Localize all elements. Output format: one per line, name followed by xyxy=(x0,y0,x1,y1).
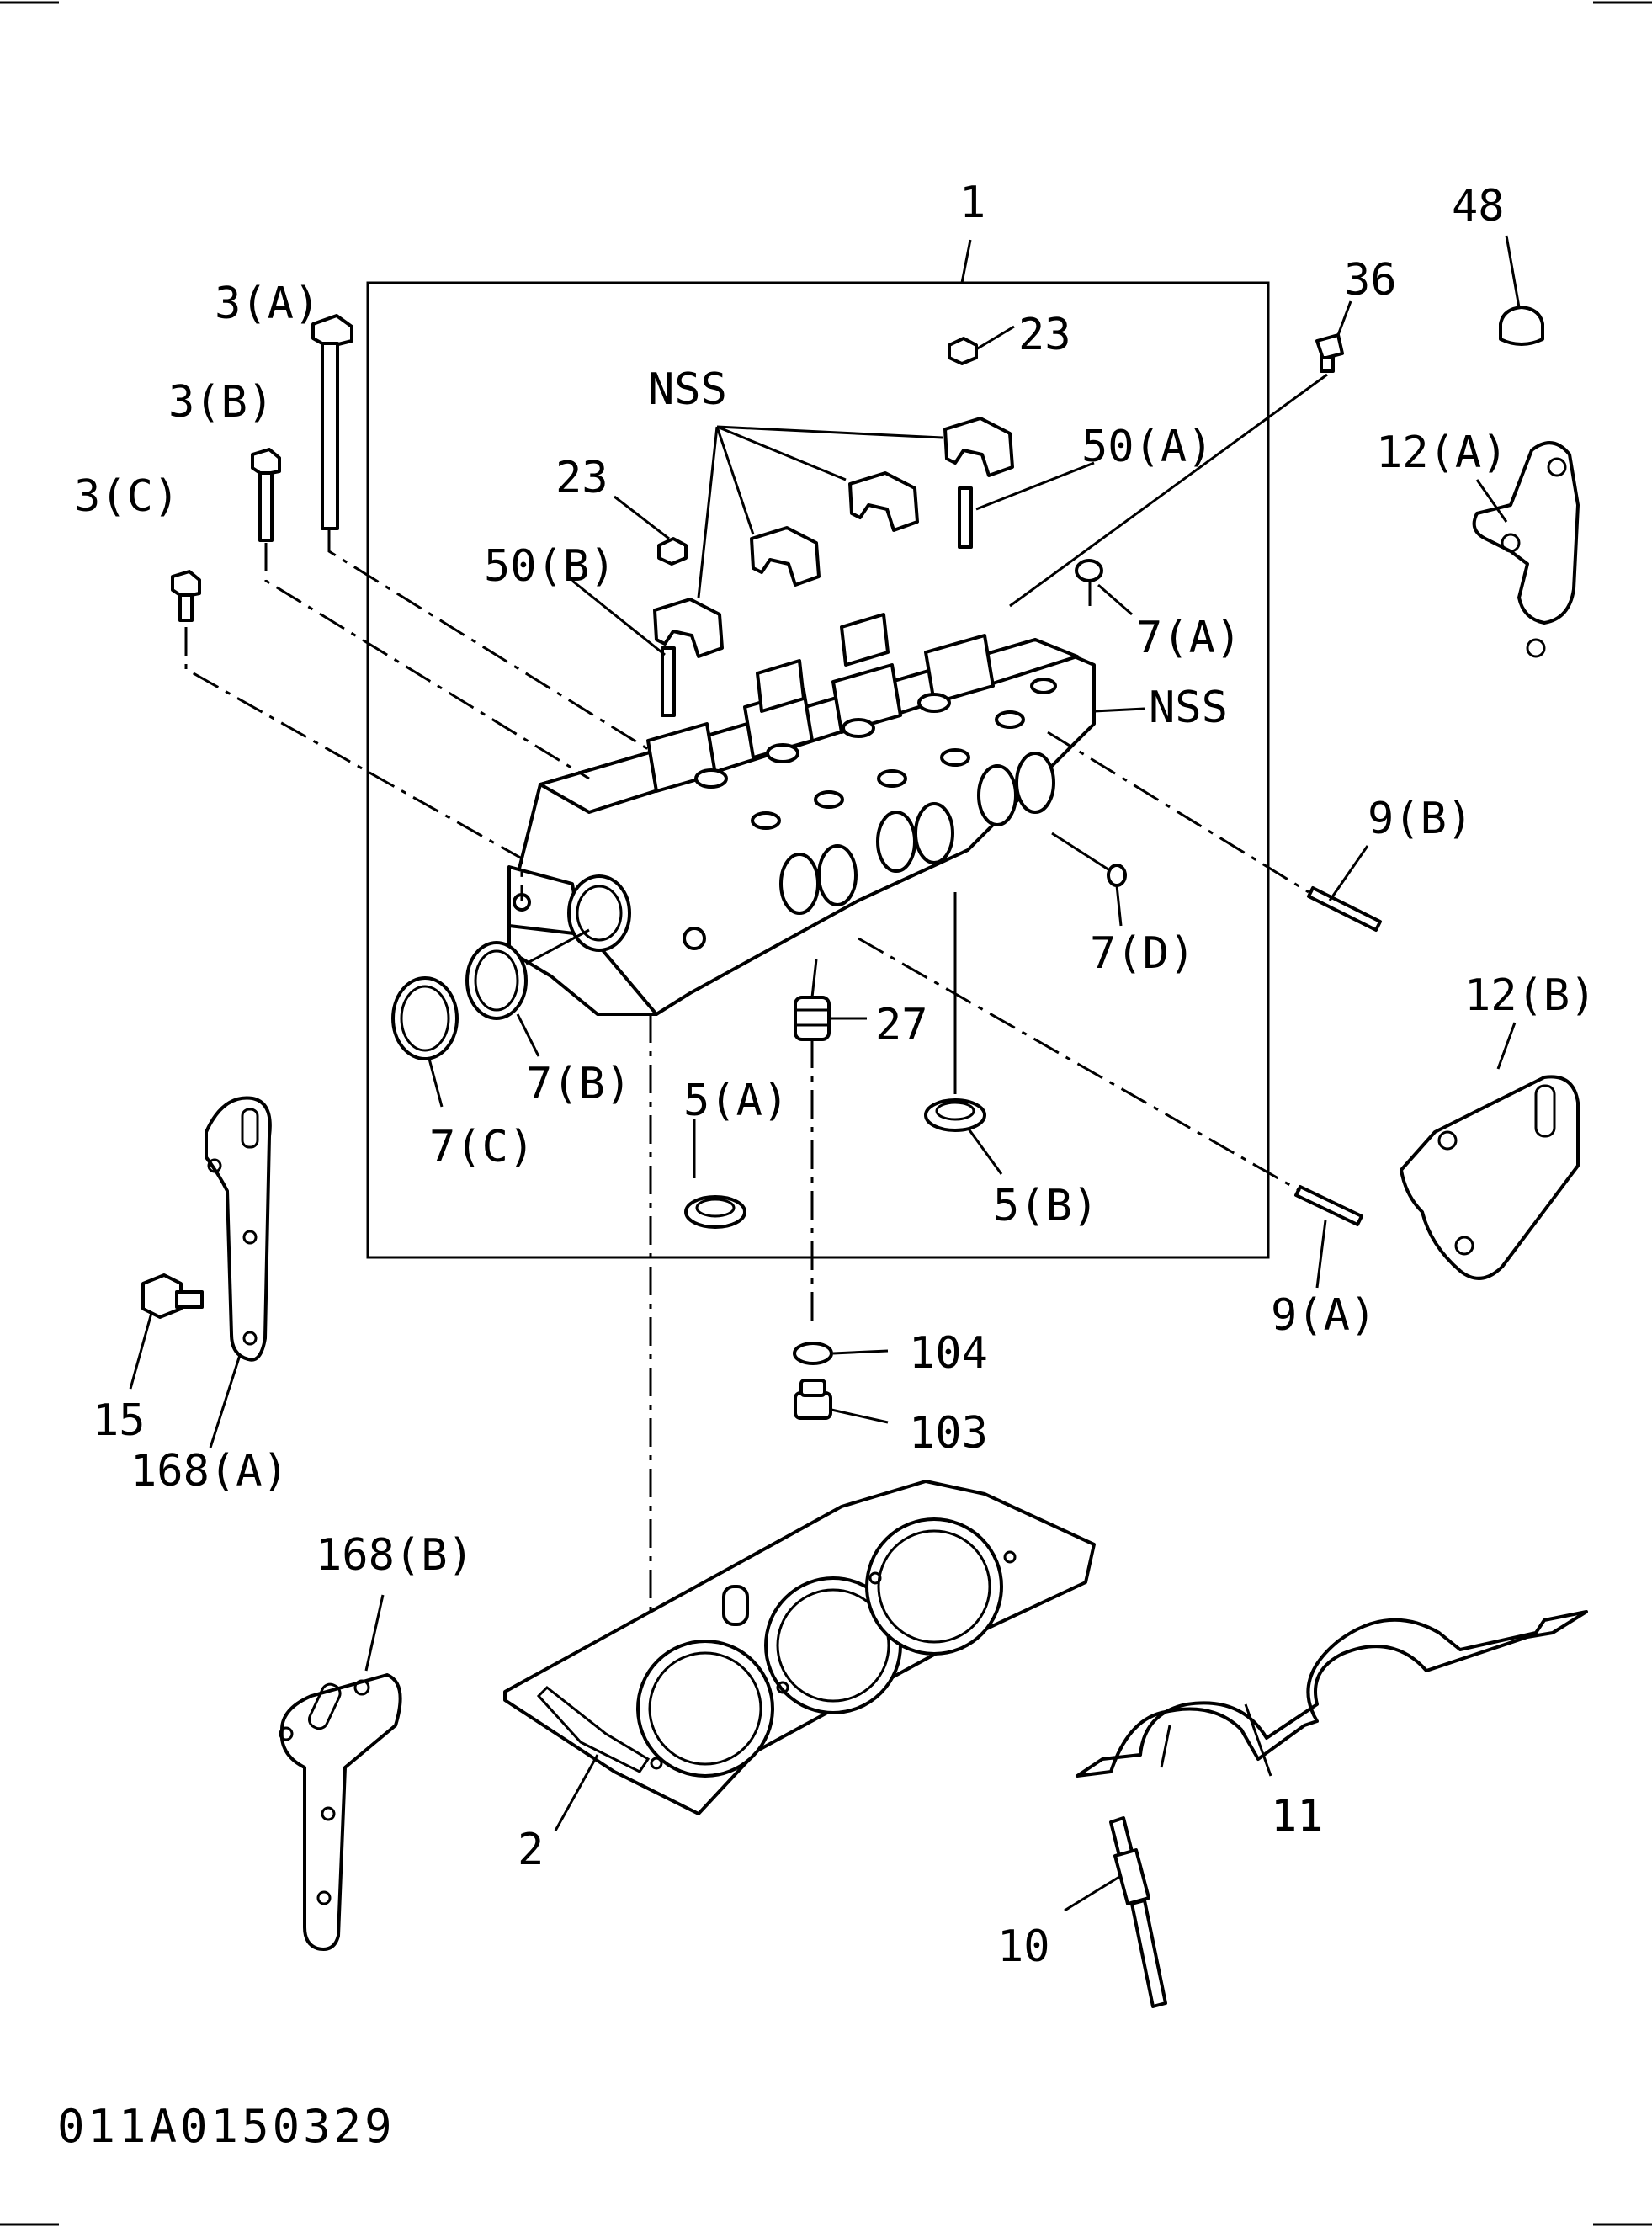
callout-168a: 168(A) xyxy=(130,1446,289,1496)
callout-1: 1 xyxy=(959,178,985,228)
seal-5a xyxy=(684,1195,746,1229)
cam-cap-2 xyxy=(750,526,821,587)
nut-23-lower xyxy=(657,537,688,566)
callout-labels: 1 48 36 3(A) 23 NSS 3(B) 50(A) 12(A) 23 … xyxy=(74,178,1596,1972)
callout-12b: 12(B) xyxy=(1464,970,1596,1021)
callout-168b: 168(B) xyxy=(316,1530,474,1581)
head-gasket-2 xyxy=(503,1480,1096,1815)
callout-3c: 3(C) xyxy=(74,471,179,522)
callout-50a: 50(A) xyxy=(1081,422,1214,472)
bracket-168b xyxy=(279,1673,402,1951)
cam-cap-1 xyxy=(653,598,724,658)
cam-cap-3 xyxy=(848,471,919,532)
callout-50b: 50(B) xyxy=(484,541,616,592)
callout-7d: 7(D) xyxy=(1090,928,1195,979)
callout-3a: 3(A) xyxy=(215,279,320,329)
callout-36: 36 xyxy=(1344,255,1397,306)
callout-15: 15 xyxy=(93,1395,146,1446)
callout-nss-right: NSS xyxy=(1149,683,1228,733)
callout-103: 103 xyxy=(909,1408,988,1459)
callout-9a: 9(A) xyxy=(1271,1290,1376,1341)
dowel-7d xyxy=(1107,864,1127,887)
cylinder-head xyxy=(507,613,1096,1016)
stud-50b xyxy=(661,646,676,717)
plug-27 xyxy=(794,996,831,1041)
cam-towers xyxy=(646,613,995,793)
cam-cap-4 xyxy=(943,417,1014,477)
plug-103 xyxy=(794,1379,832,1420)
diagram-code: 011A0150329 xyxy=(57,2100,396,2153)
callout-23-lower: 23 xyxy=(555,453,608,503)
bolt-3c xyxy=(171,570,201,622)
seal-7c xyxy=(391,976,459,1060)
bolt-3a xyxy=(311,314,353,530)
plug-7a xyxy=(1075,559,1103,582)
nut-23-upper xyxy=(948,337,978,365)
stud-9a xyxy=(1294,1185,1363,1226)
callout-7c: 7(C) xyxy=(429,1122,534,1172)
lifter-bores xyxy=(694,678,1057,830)
stud-9b xyxy=(1307,886,1382,932)
bracket-12b xyxy=(1400,1075,1580,1280)
callout-12a: 12(A) xyxy=(1376,428,1508,478)
callout-3b: 3(B) xyxy=(168,377,274,428)
callout-nss-top: NSS xyxy=(648,364,727,415)
callout-23-upper: 23 xyxy=(1018,310,1071,360)
callout-104: 104 xyxy=(909,1328,988,1379)
seal-5b xyxy=(924,1098,986,1132)
callout-5a: 5(A) xyxy=(683,1076,789,1126)
bracket-168a xyxy=(205,1096,272,1362)
callout-5b: 5(B) xyxy=(993,1181,1098,1231)
bracket-12a xyxy=(1472,441,1580,658)
assembly-frame xyxy=(366,281,1270,1259)
washer-104 xyxy=(793,1342,833,1365)
bolt-15 xyxy=(141,1273,204,1319)
heat-shield-11 xyxy=(1076,1610,1588,1778)
stud-50a xyxy=(958,486,973,549)
callout-48: 48 xyxy=(1452,181,1505,231)
callout-2: 2 xyxy=(518,1825,544,1875)
callout-11: 11 xyxy=(1271,1791,1324,1842)
cap-48 xyxy=(1499,306,1544,346)
bolt-3b xyxy=(251,448,281,542)
plug-36 xyxy=(1315,333,1344,373)
callout-7b: 7(B) xyxy=(526,1059,631,1109)
callout-27: 27 xyxy=(875,1000,928,1050)
callout-7a: 7(A) xyxy=(1136,613,1241,663)
ports xyxy=(779,752,1055,915)
glow-plug-10 xyxy=(1109,1816,1167,2008)
callout-9b: 9(B) xyxy=(1368,794,1473,844)
callout-10: 10 xyxy=(997,1921,1050,1972)
seal-7b xyxy=(465,941,528,1020)
